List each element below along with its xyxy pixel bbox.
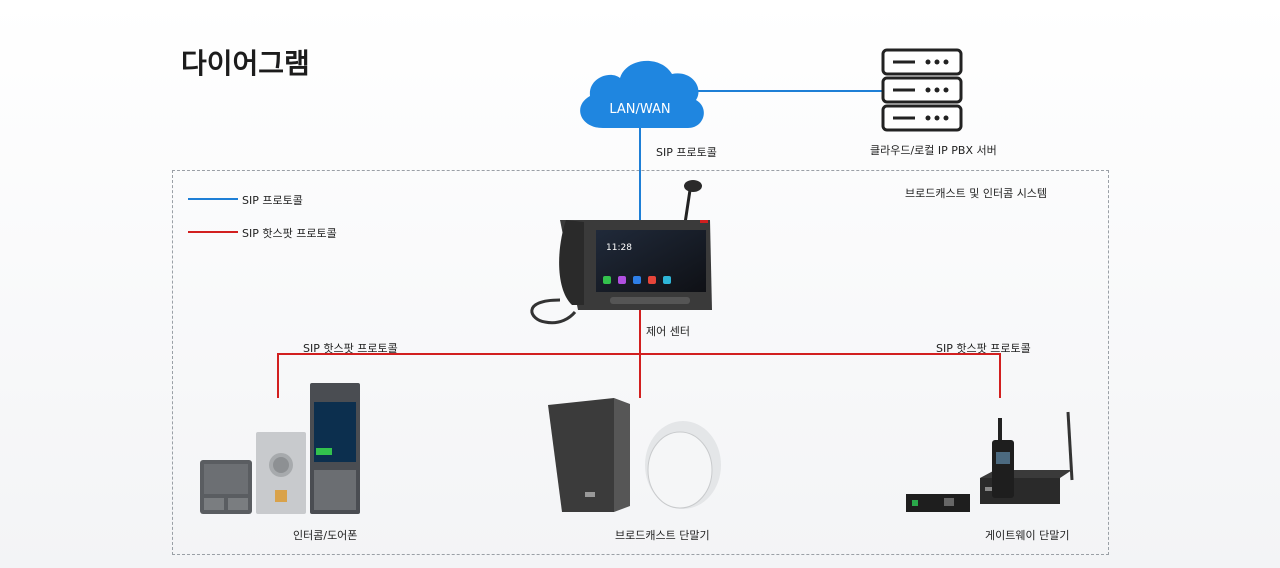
control-center-label: 제어 센터 <box>646 325 690 338</box>
hotspot-left-label: SIP 핫스팟 프로토콜 <box>303 342 398 355</box>
gateway-terminal-icon <box>906 411 1074 512</box>
broadcast-terminal-icon <box>548 398 721 512</box>
screen-time: 11:28 <box>606 243 632 253</box>
hotspot-right-label: SIP 핫스팟 프로토콜 <box>936 342 1031 355</box>
page-title: 다이어그램 <box>181 47 310 80</box>
control-center-terminal-icon: 11:28 <box>530 180 712 325</box>
intercom-doorphone-icon <box>200 383 360 514</box>
legend-hotspot-label: SIP 핫스팟 프로토콜 <box>242 227 337 240</box>
broadcast-label: 브로드캐스트 단말기 <box>615 529 710 542</box>
intercom-label: 인터콤/도어폰 <box>293 529 358 542</box>
gateway-label: 게이트웨이 단말기 <box>985 529 1070 542</box>
cloud-label: LAN/WAN <box>609 102 670 117</box>
system-label: 브로드캐스트 및 인터콤 시스템 <box>905 187 1048 200</box>
sip-link-label: SIP 프로토콜 <box>656 146 717 159</box>
server-icon <box>881 48 963 132</box>
legend-sip-label: SIP 프로토콜 <box>242 194 303 207</box>
hotspot-bus <box>277 353 1001 398</box>
cloud-icon: LAN/WAN <box>580 60 704 128</box>
server-label: 클라우드/로컬 IP PBX 서버 <box>870 144 997 157</box>
